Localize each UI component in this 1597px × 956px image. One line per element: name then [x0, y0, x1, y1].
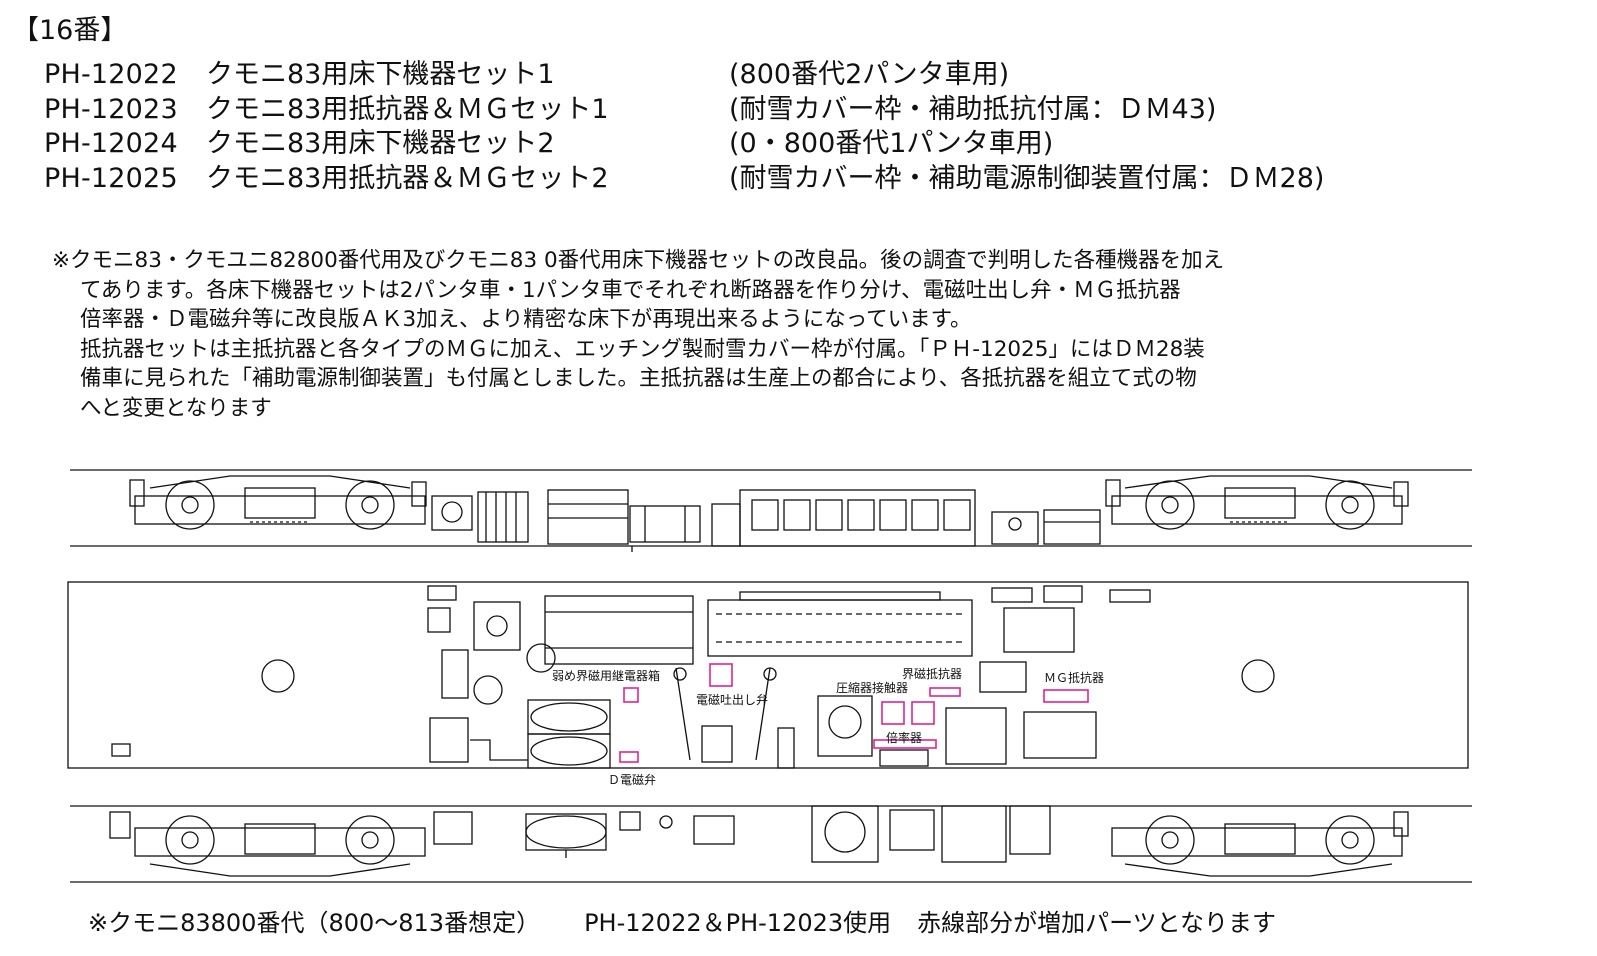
product-code: PH-12025 [44, 162, 178, 194]
product-row: PH-12022 クモニ83用床下機器セット1 (800番代2パンタ車用) [44, 58, 1324, 93]
product-note: (耐雪カバー枠・補助電源制御装置付属：ＤＭ28) [729, 162, 1325, 194]
description-line: 備車に見られた「補助電源制御装置」も付属としました。主抵抗器は生産上の都合により… [80, 366, 1197, 391]
added-part [881, 701, 905, 725]
side-view [70, 469, 1472, 552]
footnote: ※クモニ83800番代（800～813番想定） PH-12022＆PH-12023… [88, 907, 1276, 939]
product-list: PH-12022 クモニ83用床下機器セット1 (800番代2パンタ車用) PH… [44, 58, 1324, 196]
added-part [873, 739, 937, 749]
product-name: クモニ83用床下機器セット1 [206, 59, 555, 90]
product-row: PH-12025 クモニ83用抵抗器＆ＭＧセット2 (耐雪カバー枠・補助電源制御… [44, 162, 1324, 197]
page-heading: 【16番】 [12, 15, 128, 46]
added-parts [619, 663, 1089, 763]
description-line: 抵抗器セットは主抵抗器と各タイプのＭＧに加え、エッチング製耐雪カバー枠が付属。「… [80, 336, 1205, 362]
product-name: クモニ83用抵抗器＆ＭＧセット2 [206, 162, 609, 194]
bogie-center-left [261, 659, 295, 693]
label-weak-field-relay-box: 弱め界磁用継電器箱 [552, 668, 660, 683]
bogie-side-right-lower [1111, 811, 1409, 877]
product-name: クモニ83用抵抗器＆ＭＧセット1 [206, 93, 609, 125]
label-multiplier: 倍率器 [886, 730, 922, 745]
description-line: へと変更となります [80, 395, 272, 421]
bogie-side-right [1105, 475, 1409, 530]
added-part [709, 663, 733, 687]
label-mg-resistor: ＭＧ抵抗器 [1044, 670, 1104, 685]
product-note: (0・800番代1パンタ車用) [729, 128, 1054, 159]
product-note: (800番代2パンタ車用) [729, 59, 1010, 90]
description-line: ※クモニ83・クモユニ82800番代用及びクモニ83 0番代用床下機器セットの改… [52, 248, 1225, 273]
description-line: 倍率器・Ｄ電磁弁等に改良版ＡＫ3加え、より精密な床下が再現出来るようになっていま… [80, 307, 972, 332]
bogie-side-left-lower [109, 811, 473, 877]
product-note: (耐雪カバー枠・補助抵抗付属：ＤＭ43) [729, 93, 1217, 125]
product-code: PH-12023 [44, 93, 178, 125]
plan-equipment [427, 585, 1151, 769]
label-magnet-discharge-valve: 電磁吐出し弁 [696, 692, 768, 707]
side-equipment [431, 489, 1101, 552]
product-row: PH-12023 クモニ83用抵抗器＆ＭＧセット1 (耐雪カバー枠・補助抵抗付属… [44, 93, 1324, 128]
product-row: PH-12024 クモニ83用床下機器セット2 (0・800番代1パンタ車用) [44, 127, 1324, 162]
product-name: クモニ83用床下機器セット2 [206, 128, 555, 159]
added-part [619, 751, 639, 763]
description: ※クモニ83・クモユニ82800番代用及びクモニ83 0番代用床下機器セットの改… [52, 246, 1597, 423]
component-labels: 弱め界磁用継電器箱 電磁吐出し弁 圧縮器接触器 界磁抵抗器 ＭＧ抵抗器 倍率器 … [552, 666, 1104, 787]
description-line: てあります。各床下機器セットは2パンタ車・1パンタ車でそれぞれ断路器を作り分け、… [80, 277, 1181, 303]
label-d-magnet-valve: Ｄ電磁弁 [608, 772, 656, 787]
underfloor-equipment-diagram: 弱め界磁用継電器箱 電磁吐出し弁 圧縮器接触器 界磁抵抗器 ＭＧ抵抗器 倍率器 … [67, 469, 1472, 883]
footnote-variant: ※クモニ83800番代（800～813番想定） [88, 909, 541, 937]
footnote-remark: 赤線部分が増加パーツとなります [917, 909, 1276, 937]
plan-view: 弱め界磁用継電器箱 電磁吐出し弁 圧縮器接触器 界磁抵抗器 ＭＧ抵抗器 倍率器 … [67, 581, 1469, 787]
added-part [929, 687, 961, 697]
label-compressor-contactor: 圧縮器接触器 [836, 680, 908, 695]
added-part [623, 687, 639, 703]
bogie-center-right [1241, 659, 1275, 693]
side-view-opposite [70, 805, 1472, 883]
bogie-side-left [129, 475, 427, 530]
product-code: PH-12022 [44, 59, 178, 90]
underframe-outline [67, 581, 1469, 769]
footnote-sets: PH-12022＆PH-12023使用 [584, 909, 892, 937]
product-code: PH-12024 [44, 128, 178, 159]
added-part [1043, 689, 1089, 703]
side-equipment-lower [525, 805, 1051, 863]
added-part [911, 701, 935, 725]
label-field-resistor: 界磁抵抗器 [902, 666, 962, 681]
